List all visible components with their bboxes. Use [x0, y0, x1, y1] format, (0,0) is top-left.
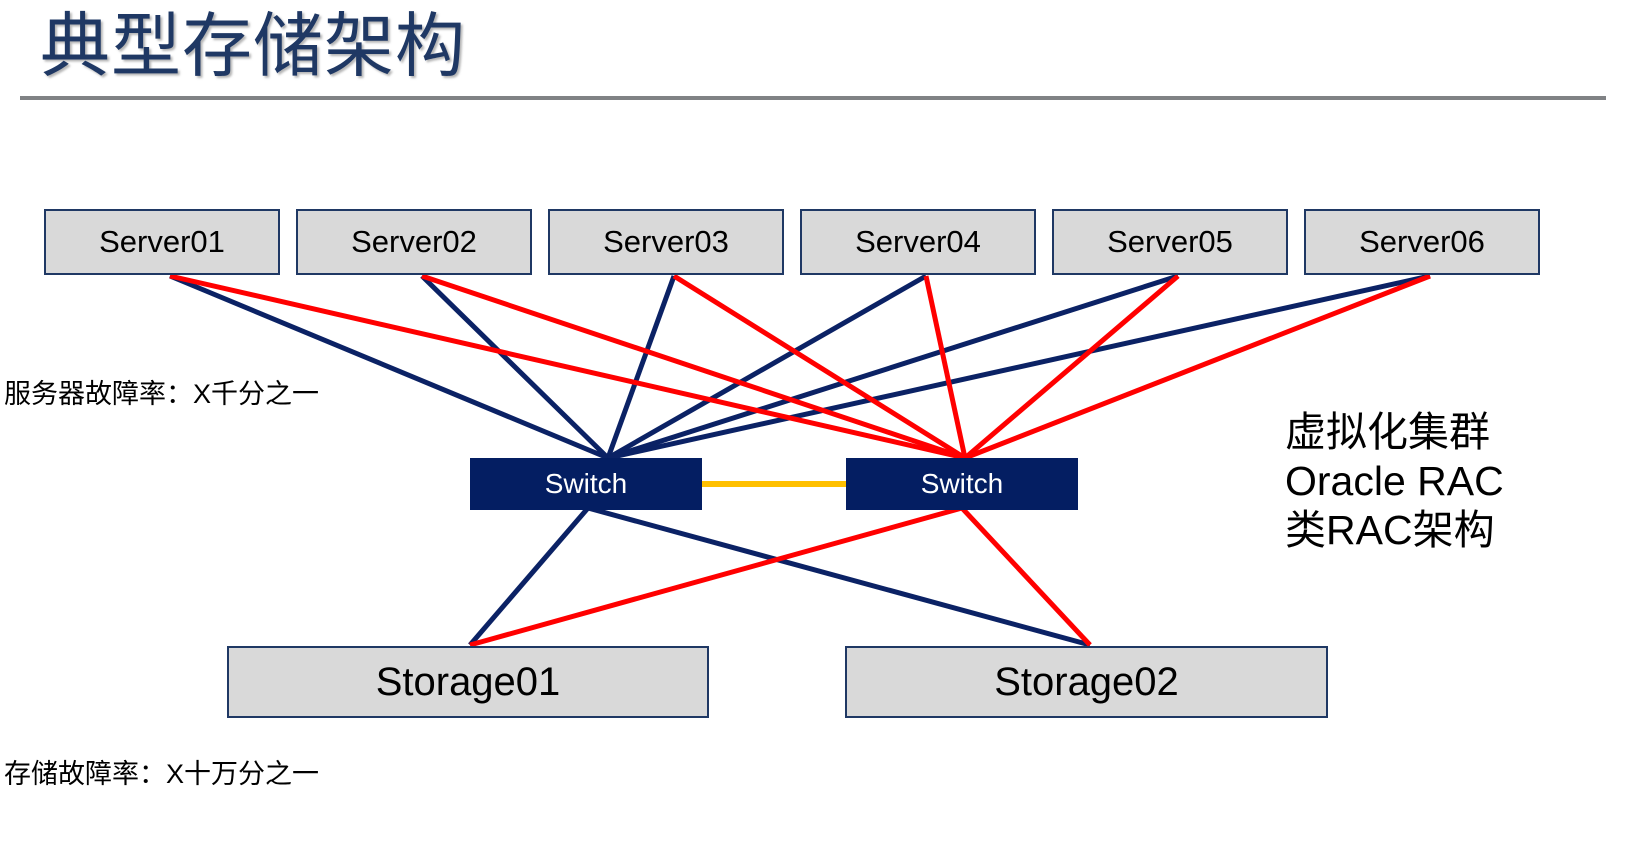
link-switch-right-storage02: [960, 506, 1092, 647]
node-server01-label: Server01: [99, 224, 225, 259]
link-server03-switch-right: [672, 273, 967, 461]
link-server02-switch-left: [420, 274, 610, 460]
node-switch-right-label: Switch: [920, 468, 1004, 499]
node-server03[interactable]: Server03: [548, 209, 784, 275]
node-server03-label: Server03: [603, 224, 729, 259]
node-server05-label: Server05: [1107, 224, 1233, 259]
node-switch-right[interactable]: Switch: [846, 458, 1078, 510]
links-server-to-left-switch: [169, 273, 1431, 461]
node-storage01-label: Storage01: [375, 659, 561, 704]
link-switch-right-storage01: [469, 505, 963, 648]
cluster-note-line-3: 类RAC架构: [1285, 507, 1495, 553]
link-switch-left-storage02: [587, 505, 1091, 648]
node-server06[interactable]: Server06: [1304, 209, 1540, 275]
link-server02-switch-right: [421, 273, 966, 461]
link-server05-switch-left: [607, 273, 1179, 461]
node-server04-label: Server04: [855, 224, 981, 259]
node-server06-label: Server06: [1359, 224, 1485, 259]
node-storage01[interactable]: Storage01: [227, 646, 709, 718]
links-right-switch-to-storage: [469, 505, 1092, 648]
node-server01[interactable]: Server01: [44, 209, 280, 275]
cluster-note-line-2: Oracle RAC: [1285, 458, 1504, 504]
server-failure-rate-label: 服务器故障率：X千分之一: [4, 379, 320, 409]
node-storage02[interactable]: Storage02: [845, 646, 1328, 718]
node-storage02-label: Storage02: [994, 659, 1179, 704]
page-title: 典型存储架构: [40, 7, 466, 85]
node-server02[interactable]: Server02: [296, 209, 532, 275]
links-left-switch-to-storage: [468, 505, 1091, 648]
link-server05-switch-right: [963, 274, 1180, 460]
link-switch-left-storage01: [468, 506, 590, 647]
link-server06-switch-left: [607, 273, 1431, 461]
node-switch-left-label: Switch: [544, 468, 628, 499]
cluster-note-line-1: 虚拟化集群: [1285, 409, 1490, 455]
node-server04[interactable]: Server04: [800, 209, 1036, 275]
node-server02-label: Server02: [351, 224, 477, 259]
link-server04-switch-left: [606, 273, 928, 461]
title-divider: [20, 96, 1606, 100]
link-server06-switch-right: [964, 273, 1431, 461]
link-server01-switch-left: [169, 273, 609, 461]
link-server01-switch-right: [169, 273, 966, 461]
link-server03-switch-left: [605, 275, 677, 459]
node-switch-left[interactable]: Switch: [470, 458, 702, 510]
storage-failure-rate-label: 存储故障率：X十万分之一: [4, 759, 320, 789]
links-server-to-right-switch: [169, 273, 1431, 461]
link-server04-switch-right: [923, 275, 968, 459]
cluster-note: 虚拟化集群 Oracle RAC 类RAC架构: [1285, 408, 1504, 555]
node-server05[interactable]: Server05: [1052, 209, 1288, 275]
